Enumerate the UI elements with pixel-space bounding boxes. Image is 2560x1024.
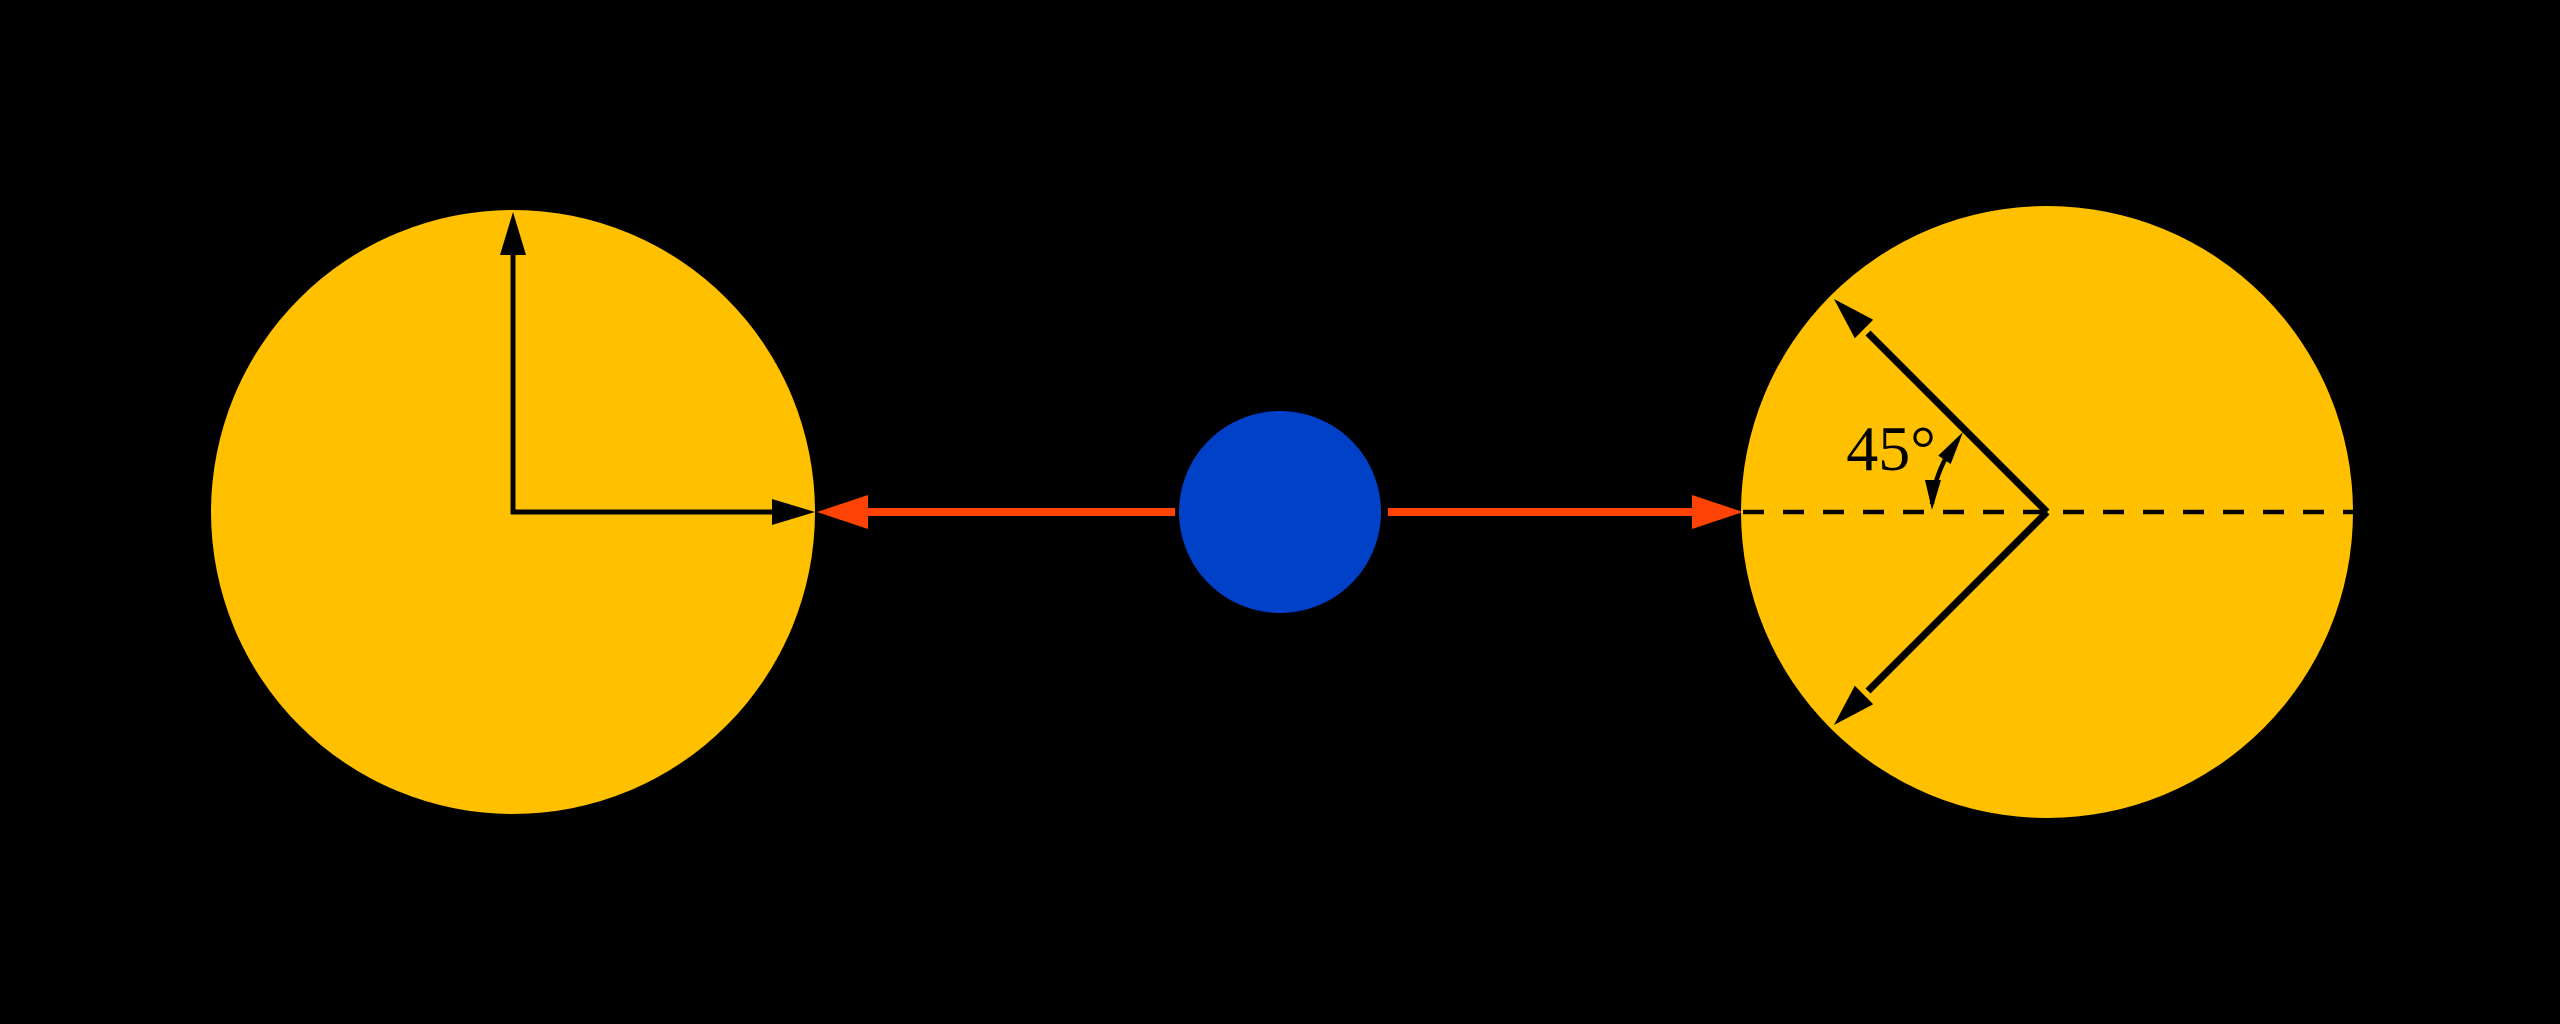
beam-lower-arrow: [1834, 509, 2050, 725]
left-ray-arrowhead-icon: [817, 495, 868, 529]
right-arrowhead-icon: [772, 499, 815, 525]
beam-upper-arrow: [1834, 299, 2050, 515]
angle-label: 45°: [1846, 413, 1936, 484]
left-star-up-arrow: [500, 212, 526, 514]
beam-upper-shaft: [1865, 330, 2050, 515]
beam-lower-shaft: [1865, 509, 2050, 694]
up-arrowhead-icon: [500, 212, 526, 255]
right-ray-arrow: [1388, 495, 1743, 529]
angle-arc-lower-arrowhead-icon: [1925, 480, 1941, 510]
observer-disc: [1179, 411, 1381, 613]
left-ray-arrow: [817, 495, 1175, 529]
left-star-right-arrow: [511, 499, 815, 525]
angle-arc-upper-arrowhead-icon: [1938, 432, 1963, 464]
beam-upper-arrowhead-icon: [1834, 299, 1874, 339]
beam-lower-arrowhead-icon: [1834, 685, 1874, 725]
angle-arc-arrow: [1925, 432, 1963, 510]
right-ray-arrowhead-icon: [1692, 495, 1743, 529]
